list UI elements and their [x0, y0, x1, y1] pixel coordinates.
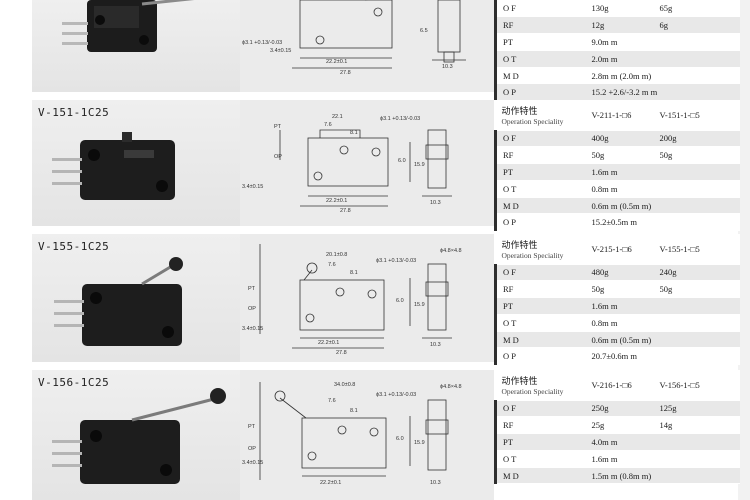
dim-label: 22.2±0.1	[326, 59, 347, 65]
dim-label: 6.0	[396, 436, 404, 442]
dim-label: PT	[274, 124, 282, 130]
dim-label: 22.2±0.1	[318, 340, 339, 346]
dim-label: 7.6	[324, 122, 332, 128]
dim-label: OP	[248, 446, 256, 452]
section-gap	[32, 92, 494, 100]
dim-label: 27.8	[340, 208, 351, 214]
photo-panel-2: V-155-1C25	[32, 234, 240, 362]
microswitch-photo-basic	[52, 132, 175, 200]
dim-label: OP	[274, 154, 282, 160]
dim-label: 15.9	[414, 302, 425, 308]
dim-label: 20.1±0.8	[326, 252, 347, 258]
dim-label: 10.3	[442, 64, 453, 70]
dim-label: PT	[248, 286, 256, 292]
drawing-panel-2: 20.1±0.8 7.6 8.1 ϕ3.1 +0.13/-0.03 22.2±0…	[240, 234, 494, 362]
dim-label: ϕ4.8×4.8	[440, 248, 462, 254]
dim-label: ϕ3.1 +0.13/-0.03	[242, 40, 282, 46]
dim-label: 10.3	[430, 480, 441, 486]
dim-label: 10.3	[430, 200, 441, 206]
dimension-drawing-3: 34.0±0.8 7.6 8.1 ϕ3.1 +0.13/-0.03 22.2±0…	[242, 382, 462, 486]
section-gap	[32, 226, 494, 234]
dim-label: 8.1	[350, 408, 358, 414]
dim-label: 3.4±0.15	[270, 48, 291, 54]
section-gap	[32, 362, 494, 370]
dim-label: 22.1	[332, 114, 343, 120]
drawing-panel-1: 22.1 7.6 8.1 ϕ3.1 +0.13/-0.03 22.2±0.1 2…	[240, 100, 494, 226]
dim-label: 27.8	[340, 70, 351, 76]
dim-label: ϕ4.8×4.8	[440, 384, 462, 390]
model-label: V-155-1C25	[38, 240, 110, 253]
dimension-drawing-1: 22.1 7.6 8.1 ϕ3.1 +0.13/-0.03 22.2±0.1 2…	[242, 114, 452, 214]
model-label: V-151-1C25	[38, 106, 110, 119]
microswitch-photo-roller-lever	[52, 388, 226, 484]
right-margin	[738, 0, 750, 500]
dim-label: 22.2±0.1	[326, 198, 347, 204]
photo-panel-3: V-156-1C25	[32, 370, 240, 500]
microswitch-photo-lever	[62, 0, 195, 52]
photo-panel-0	[32, 0, 240, 92]
drawing-panel-0: 22.2±0.1 27.8 ϕ3.1 +0.13/-0.03 3.4±0.15 …	[240, 0, 494, 92]
dim-label: ϕ3.1 +0.13/-0.03	[376, 258, 416, 264]
dim-label: 15.9	[414, 162, 425, 168]
model-label: V-156-1C25	[38, 376, 110, 389]
dim-label: 3.4±0.15	[242, 184, 263, 190]
drawing-panel-3: 34.0±0.8 7.6 8.1 ϕ3.1 +0.13/-0.03 22.2±0…	[240, 370, 494, 500]
dim-label: 15.9	[414, 440, 425, 446]
dim-label: 34.0±0.8	[334, 382, 355, 388]
dim-label: 8.1	[350, 130, 358, 136]
photo-panel-1: V-151-1C25	[32, 100, 240, 226]
dim-label: 7.6	[328, 262, 336, 268]
dim-label: 7.6	[328, 398, 336, 404]
dim-label: 6.5	[420, 28, 428, 34]
dim-label: 6.0	[396, 298, 404, 304]
dimension-drawing-2: 20.1±0.8 7.6 8.1 ϕ3.1 +0.13/-0.03 22.2±0…	[242, 244, 462, 356]
dim-label: 3.4±0.15	[242, 460, 263, 466]
dimension-drawing-0: 22.2±0.1 27.8 ϕ3.1 +0.13/-0.03 3.4±0.15 …	[242, 0, 466, 76]
dim-label: ϕ3.1 +0.13/-0.03	[376, 392, 416, 398]
left-margin	[0, 0, 32, 500]
microswitch-photo-roller-plunger	[54, 257, 183, 346]
dim-label: PT	[248, 424, 256, 430]
dim-label: 6.0	[398, 158, 406, 164]
dim-label: 27.8	[336, 350, 347, 356]
dim-label: OP	[248, 306, 256, 312]
dim-label: 3.4±0.15	[242, 326, 263, 332]
dim-label: 10.3	[430, 342, 441, 348]
dim-label: ϕ3.1 +0.13/-0.03	[380, 116, 420, 122]
dim-label: 22.2±0.1	[320, 480, 341, 486]
dim-label: 8.1	[350, 270, 358, 276]
